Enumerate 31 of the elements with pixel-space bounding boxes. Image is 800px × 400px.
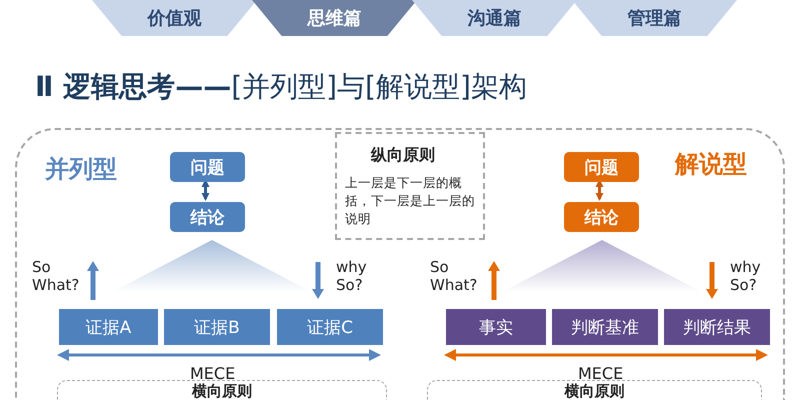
evidence-box: 判断基准 — [552, 309, 658, 345]
note-text: why So? — [336, 258, 368, 294]
nav-tab: 思维篇 — [252, 0, 417, 36]
page-title: Ⅱ 逻辑思考——[并列型]与[解说型]架构 — [35, 69, 527, 105]
evidence-box: 事实 — [446, 309, 546, 345]
evidence-box: 判断结果 — [664, 309, 770, 345]
title-box: 结论 — [170, 202, 245, 232]
callout-heading: 纵向原则 — [371, 144, 435, 166]
evidence-box: 证据C — [277, 309, 383, 345]
section-heading: 解说型 — [675, 150, 748, 179]
note-text: MECE — [578, 364, 624, 383]
double-arrow — [596, 179, 604, 201]
callout-text: 上一层是下一层的概括，下一层是上一层的说明 — [345, 174, 475, 228]
nav-tab: 沟通篇 — [412, 0, 577, 36]
evidence-box: 证据B — [164, 309, 270, 345]
evidence-box: 证据A — [59, 309, 158, 345]
principle-box: 横向原则 — [57, 380, 387, 400]
note-text: why So? — [730, 258, 762, 294]
title-box: 问题 — [170, 152, 245, 182]
title-box: 问题 — [564, 152, 639, 182]
double-arrow — [202, 179, 210, 201]
title-box: 结论 — [564, 202, 639, 232]
note-text: MECE — [190, 364, 236, 383]
note-text: So What? — [430, 258, 478, 294]
section-heading: 并列型 — [45, 155, 118, 184]
callout-box — [335, 132, 485, 240]
nav-tab: 管理篇 — [572, 0, 737, 36]
dashed-frame — [15, 128, 785, 400]
note-text: So What? — [32, 258, 80, 294]
principle-box: 横向原则 — [427, 380, 762, 400]
nav-tab: 价值观 — [92, 0, 257, 36]
